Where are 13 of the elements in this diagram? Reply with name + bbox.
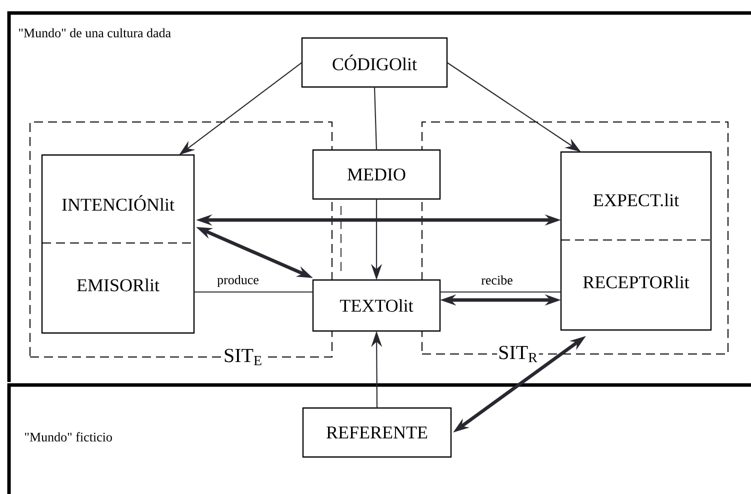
text-box: TEXTOlit [312,279,441,332]
split-box: EXPECT.lit RECEPTORlit [560,151,712,331]
split-box: INTENCIÓNlit EMISORlit [41,154,195,334]
connector-line [374,86,378,150]
text-box: CÓDIGOlit [301,37,448,88]
node-label: E [254,356,262,366]
text-box: REFERENTE [302,407,452,458]
edge-label: recibe [480,274,514,286]
node-label: R [528,352,538,362]
connector-line [440,291,561,293]
text-box: MEDIO [312,149,441,200]
connector-line [194,291,313,293]
edge-label: produce [216,274,260,288]
